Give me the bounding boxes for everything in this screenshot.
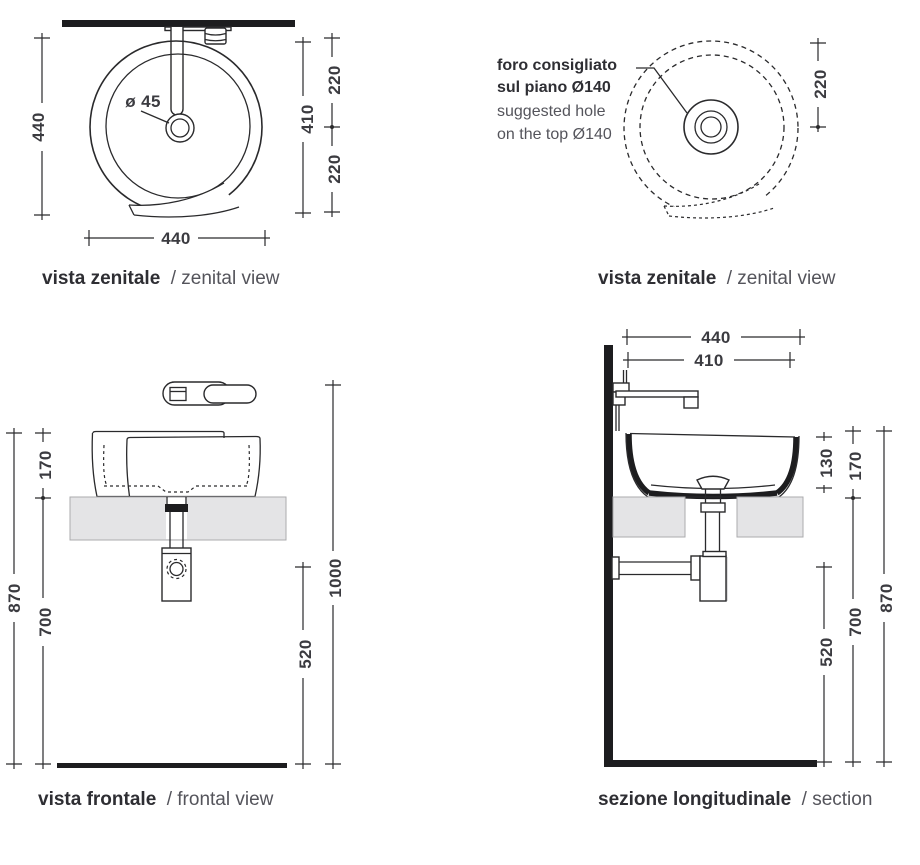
dim-130-520-section — [816, 432, 832, 767]
faucet-spout-top-view — [170, 27, 184, 116]
faucet-front-view — [162, 381, 257, 406]
dim-520-front — [295, 562, 311, 769]
dim-label-410-section: 410 — [694, 351, 724, 370]
basin-hidden-bottom-line — [104, 485, 249, 493]
dim-220-split — [324, 33, 340, 217]
dim-label-440-section: 440 — [701, 328, 731, 347]
dim-label-170-section: 170 — [846, 451, 865, 481]
basin-inner-rim — [105, 53, 251, 199]
drain-tailpiece-front — [165, 497, 188, 548]
wall-bar-top-view — [62, 20, 295, 27]
dim-1000-front — [325, 380, 341, 769]
panel-zenital-right: foro consigliato sul piano Ø140 suggeste… — [497, 38, 836, 289]
wall-bar-section — [604, 345, 613, 767]
view-title-italian: vista zenitale — [42, 268, 160, 289]
basin-section-view — [625, 432, 800, 500]
basin-hidden-left-line — [103, 444, 108, 487]
dim-870-section — [876, 426, 892, 767]
dim-220-right — [810, 38, 826, 132]
siphon-front-view — [161, 547, 192, 602]
dim-870-front — [6, 428, 22, 769]
basin-inner-rim-dashed — [639, 54, 785, 200]
view-title-english: / frontal view — [167, 789, 274, 810]
dim-label-130-section: 130 — [817, 448, 836, 478]
view-title-english: / zenital view — [171, 268, 280, 289]
suggested-hole-circle — [683, 99, 739, 155]
panel-section: 440 410 — [598, 328, 896, 810]
dim-440-bottom — [84, 230, 270, 246]
basin-outer-rim-dashed — [623, 40, 799, 216]
siphon-outlet — [169, 561, 184, 577]
view-title-zenital-left: vista zenitale / zenital view — [42, 268, 280, 289]
view-title-italian: sezione longitudinale — [598, 789, 791, 810]
basin-spout-lip-dashed — [663, 183, 775, 219]
basin-front-view — [91, 430, 261, 498]
drain-hole-outer — [165, 113, 195, 143]
faucet-wall-plate — [164, 26, 232, 32]
dim-label-440-left: 440 — [29, 112, 48, 142]
note-line-4: on the top Ø140 — [497, 126, 612, 143]
dim-440-left — [34, 33, 50, 220]
wall-drain-pipe — [611, 555, 701, 581]
dim-410-section — [623, 352, 795, 368]
dim-label-1000-front: 1000 — [326, 558, 345, 597]
panel-frontal: 870 170 700 520 1000 vista frontale / fr… — [5, 380, 345, 810]
drain-hole-inner — [170, 118, 190, 138]
floor-line-front — [57, 763, 287, 768]
dim-label-870-section: 870 — [877, 583, 896, 613]
basin-hidden-right-line — [245, 444, 250, 487]
note-line-2: sul piano Ø140 — [497, 79, 611, 96]
dim-label-520-section: 520 — [817, 637, 836, 667]
basin-spout-lip — [128, 182, 240, 218]
drain-plug-section — [696, 475, 730, 497]
dim-440-section — [622, 329, 805, 345]
dim-label-220-bottom: 220 — [325, 154, 344, 184]
dim-label-520-front: 520 — [296, 639, 315, 669]
drain-hole-inner — [700, 116, 722, 138]
floor-line-section — [604, 760, 817, 767]
view-title-english: / section — [802, 789, 873, 810]
view-title-english: / zenital view — [727, 268, 836, 289]
dim-label-870-front: 870 — [5, 583, 24, 613]
drain-leader-line — [140, 110, 170, 124]
overflow-slot — [785, 439, 793, 472]
dim-170-700-front — [35, 428, 51, 769]
dim-label-220-top: 220 — [325, 65, 344, 95]
faucet-control-knob — [204, 27, 227, 45]
siphon-outlet-dashed — [166, 558, 187, 580]
dim-label-220-offset: 220 — [811, 69, 830, 99]
dim-label-drain-diameter: ø 45 — [125, 92, 161, 111]
dim-170-700-section — [845, 426, 861, 767]
dim-label-410: 410 — [298, 104, 317, 134]
dim-label-440-bottom: 440 — [161, 229, 191, 248]
view-title-zenital-right: vista zenitale / zenital view — [598, 268, 836, 289]
view-title-section: sezione longitudinale / section — [598, 789, 872, 810]
siphon-section-view — [699, 550, 728, 602]
countertop-section-left — [612, 496, 686, 538]
dim-label-170-front: 170 — [36, 450, 55, 480]
note-leader-line — [636, 67, 688, 114]
dim-label-700-section: 700 — [846, 607, 865, 637]
view-title-italian: vista frontale — [38, 789, 156, 810]
view-title-frontal: vista frontale / frontal view — [38, 789, 274, 810]
panel-zenital-left: ø 45 440 410 220 220 440 vista zenitale … — [29, 20, 344, 289]
faucet-section-view — [612, 370, 699, 431]
view-title-italian: vista zenitale — [598, 268, 716, 289]
note-line-3: suggested hole — [497, 103, 606, 120]
drain-tailpiece-section — [700, 497, 726, 552]
dim-410-right — [295, 37, 311, 218]
note-line-1: foro consigliato — [497, 57, 617, 74]
drain-hole-outer — [694, 110, 728, 144]
countertop-section-right — [736, 496, 804, 538]
dim-label-700-front: 700 — [36, 607, 55, 637]
